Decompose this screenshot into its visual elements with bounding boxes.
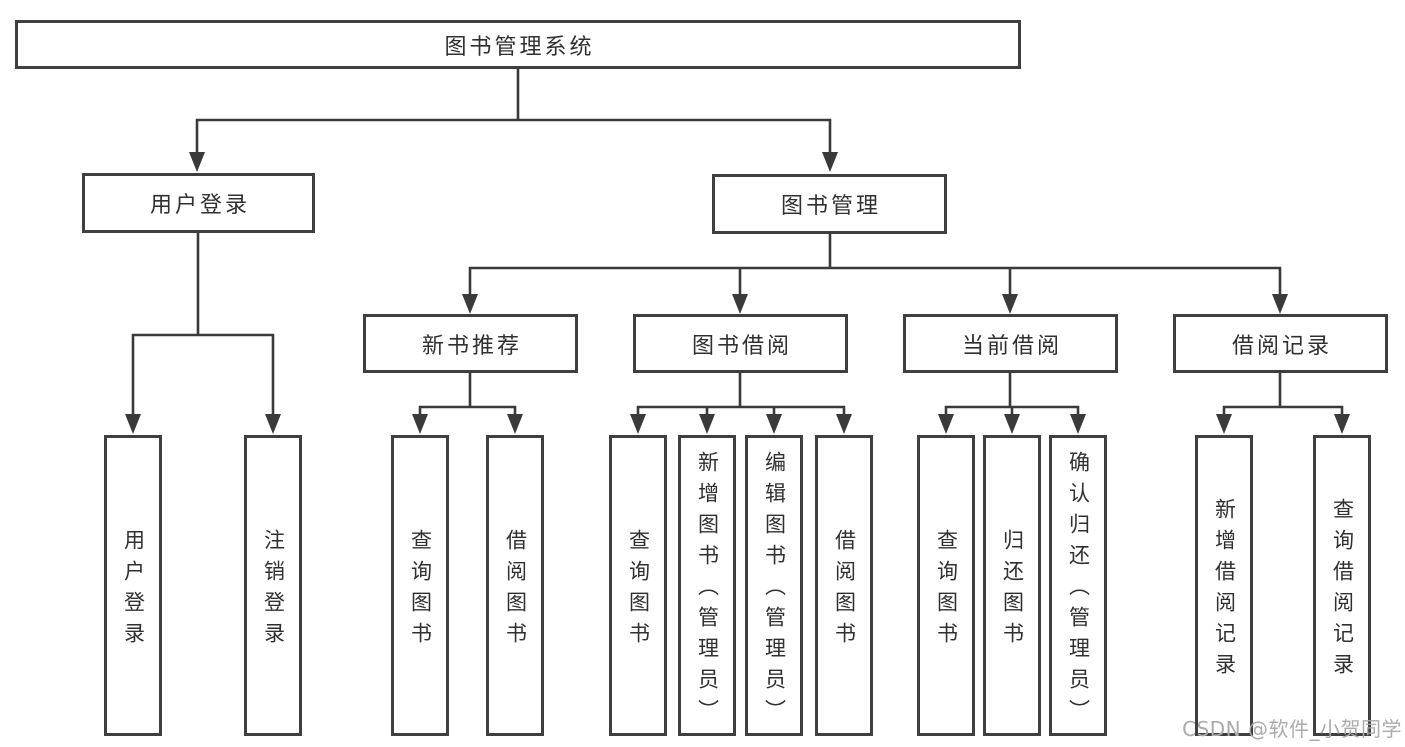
leaf-query-borrow-record-label: 查询借阅记录	[1330, 497, 1355, 684]
leaf-query-books-1: 查询图书	[391, 435, 449, 736]
connector-user-login	[131, 233, 275, 417]
leaf-edit-books-admin: 编辑图书（管理员）	[745, 435, 803, 736]
leaf-return-books-label: 归还图书	[1000, 528, 1025, 653]
node-user-login-label: 用户登录	[149, 193, 250, 218]
leaf-add-borrow-record: 新增借阅记录	[1195, 435, 1253, 736]
leaf-logout: 注销登录	[244, 435, 302, 736]
leaf-edit-books-admin-label: 编辑图书（管理员）	[762, 451, 787, 730]
connector-borrow-records	[1222, 373, 1344, 418]
node-borrow-records-label: 借阅记录	[1231, 333, 1332, 359]
connector-book-borrow	[636, 373, 846, 418]
connector-book-management	[468, 234, 1282, 297]
leaf-query-books-3: 查询图书	[917, 435, 975, 736]
leaf-query-books-2-label: 查询图书	[626, 528, 651, 653]
node-new-books: 新书推荐	[363, 314, 578, 373]
leaf-user-login: 用户登录	[104, 435, 162, 736]
leaf-user-login-label: 用户登录	[121, 528, 146, 653]
node-current-borrow-label: 当前借阅	[961, 333, 1062, 359]
node-book-borrow: 图书借阅	[633, 314, 848, 373]
node-new-books-label: 新书推荐	[421, 333, 522, 359]
leaf-add-borrow-record-label: 新增借阅记录	[1212, 497, 1237, 684]
leaf-borrow-books-2: 借阅图书	[815, 435, 873, 736]
connector-root	[195, 69, 832, 155]
leaf-return-books: 归还图书	[983, 435, 1041, 736]
leaf-borrow-books-1: 借阅图书	[486, 435, 544, 736]
node-borrow-records: 借阅记录	[1173, 314, 1388, 373]
leaf-query-books-3-label: 查询图书	[934, 528, 959, 653]
leaf-logout-label: 注销登录	[261, 528, 286, 653]
leaf-borrow-books-2-label: 借阅图书	[832, 528, 857, 653]
leaf-confirm-return-admin-label: 确认归还（管理员）	[1066, 451, 1091, 730]
node-current-borrow: 当前借阅	[903, 314, 1118, 373]
connector-current-borrow	[944, 373, 1080, 418]
leaf-add-books-admin: 新增图书（管理员）	[678, 435, 736, 736]
node-book-borrow-label: 图书借阅	[691, 333, 792, 359]
node-book-management: 图书管理	[712, 174, 947, 234]
leaf-add-books-admin-label: 新增图书（管理员）	[695, 451, 720, 730]
leaf-query-books-2: 查询图书	[609, 435, 667, 736]
node-user-login: 用户登录	[82, 173, 315, 233]
node-root: 图书管理系统	[15, 20, 1021, 69]
node-root-label: 图书管理系统	[444, 34, 595, 60]
leaf-query-borrow-record: 查询借阅记录	[1313, 435, 1371, 736]
leaf-borrow-books-1-label: 借阅图书	[503, 528, 528, 653]
connector-new-books	[418, 373, 517, 418]
csdn-watermark: CSDN @软件_小贺同学	[1182, 717, 1402, 741]
node-book-management-label: 图书管理	[780, 194, 881, 219]
leaf-confirm-return-admin: 确认归还（管理员）	[1049, 435, 1107, 736]
leaf-query-books-1-label: 查询图书	[408, 528, 433, 653]
